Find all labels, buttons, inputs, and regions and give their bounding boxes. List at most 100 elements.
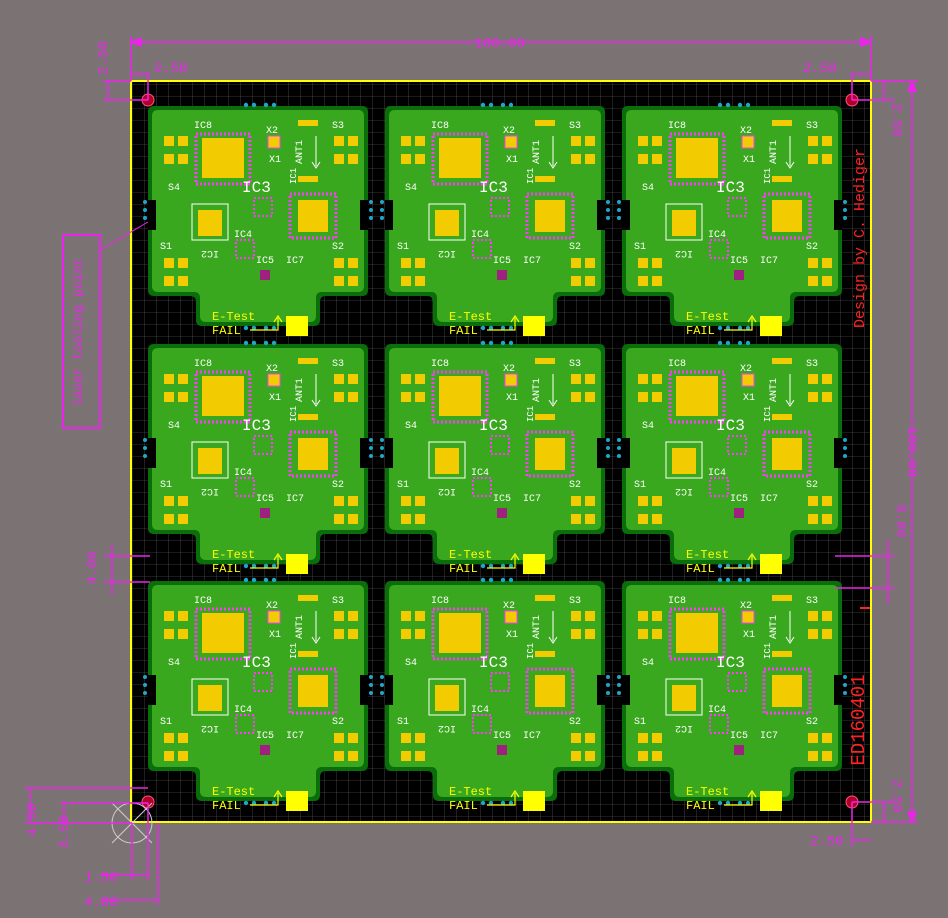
- svg-text:IC4: IC4: [708, 468, 726, 479]
- svg-text:S1: S1: [160, 717, 172, 728]
- laser-label-leader: [99, 221, 149, 251]
- svg-text:IC8: IC8: [431, 359, 449, 370]
- svg-text:IC4: IC4: [471, 705, 489, 716]
- svg-text:IC4: IC4: [234, 230, 252, 241]
- svg-text:S4: S4: [405, 658, 417, 669]
- laser-label: laser tooling point: [71, 258, 86, 406]
- svg-text:S3: S3: [806, 596, 818, 607]
- svg-text:IC5: IC5: [730, 256, 748, 267]
- svg-text:X2: X2: [503, 601, 515, 612]
- svg-text:IC3: IC3: [479, 179, 508, 197]
- svg-text:IC8: IC8: [431, 121, 449, 132]
- svg-text:S3: S3: [806, 359, 818, 370]
- svg-text:IC7: IC7: [523, 256, 541, 267]
- svg-text:FAIL: FAIL: [212, 799, 241, 813]
- svg-text:ANT1: ANT1: [295, 140, 306, 164]
- svg-text:ANT1: ANT1: [295, 378, 306, 402]
- dimension-lines: [25, 36, 918, 905]
- svg-text:IC1: IC1: [763, 406, 773, 422]
- svg-text:S1: S1: [160, 242, 172, 253]
- svg-text:IC8: IC8: [668, 596, 686, 607]
- svg-text:S3: S3: [569, 596, 581, 607]
- dimension-labels: 100.00 2.50 2.50 2.50 2.50 100.00 8.00 2…: [25, 36, 919, 911]
- panel-outline: [130, 80, 872, 823]
- dim-inset-top-left: 2.50: [154, 61, 188, 77]
- svg-text:S1: S1: [634, 717, 646, 728]
- svg-text:IC8: IC8: [431, 596, 449, 607]
- svg-text:IC4: IC4: [471, 230, 489, 241]
- svg-text:S2: S2: [806, 717, 818, 728]
- svg-text:IC2: IC2: [675, 247, 693, 258]
- svg-text:IC5: IC5: [256, 494, 274, 505]
- svg-text:X1: X1: [743, 630, 755, 641]
- svg-text:X1: X1: [506, 393, 518, 404]
- svg-text:IC1: IC1: [289, 406, 299, 422]
- dim-height: 100.00: [903, 427, 919, 477]
- svg-text:S4: S4: [405, 421, 417, 432]
- svg-text:IC8: IC8: [194, 121, 212, 132]
- svg-text:FAIL: FAIL: [449, 799, 478, 813]
- svg-text:IC5: IC5: [493, 494, 511, 505]
- svg-text:X2: X2: [266, 364, 278, 375]
- svg-text:S1: S1: [397, 242, 409, 253]
- svg-text:S4: S4: [405, 183, 417, 194]
- svg-text:ANT1: ANT1: [532, 140, 543, 164]
- svg-text:X1: X1: [743, 393, 755, 404]
- svg-text:ANT1: ANT1: [769, 615, 780, 639]
- svg-text:S2: S2: [569, 717, 581, 728]
- svg-text:X2: X2: [266, 126, 278, 137]
- dim-left-top: 2.50: [96, 41, 112, 75]
- svg-text:IC5: IC5: [493, 731, 511, 742]
- svg-text:IC1: IC1: [763, 643, 773, 659]
- dim-right-top: 2.50: [888, 103, 904, 137]
- svg-text:S3: S3: [332, 596, 344, 607]
- svg-text:FAIL: FAIL: [686, 324, 715, 338]
- svg-text:IC4: IC4: [234, 705, 252, 716]
- svg-text:IC5: IC5: [493, 256, 511, 267]
- svg-text:IC1: IC1: [289, 643, 299, 659]
- svg-text:IC2: IC2: [675, 485, 693, 496]
- svg-text:S1: S1: [397, 480, 409, 491]
- svg-text:S4: S4: [168, 183, 180, 194]
- svg-text:ANT1: ANT1: [769, 140, 780, 164]
- svg-text:FAIL: FAIL: [212, 324, 241, 338]
- svg-text:IC7: IC7: [760, 256, 778, 267]
- svg-text:IC2: IC2: [438, 485, 456, 496]
- svg-text:IC2: IC2: [201, 485, 219, 496]
- svg-text:E-Test: E-Test: [686, 785, 729, 799]
- dim-tool-y-a: 4.50: [25, 803, 41, 837]
- svg-text:IC3: IC3: [479, 417, 508, 435]
- svg-text:X2: X2: [740, 126, 752, 137]
- svg-text:IC8: IC8: [668, 359, 686, 370]
- svg-text:E-Test: E-Test: [449, 785, 492, 799]
- svg-text:IC7: IC7: [286, 494, 304, 505]
- svg-text:S1: S1: [634, 242, 646, 253]
- svg-text:X1: X1: [269, 393, 281, 404]
- svg-text:IC7: IC7: [760, 731, 778, 742]
- svg-text:S3: S3: [569, 121, 581, 132]
- svg-text:X2: X2: [740, 601, 752, 612]
- svg-text:S3: S3: [806, 121, 818, 132]
- svg-text:X1: X1: [269, 155, 281, 166]
- svg-text:E-Test: E-Test: [212, 548, 255, 562]
- svg-text:S4: S4: [642, 183, 654, 194]
- svg-text:IC3: IC3: [242, 654, 271, 672]
- svg-text:X2: X2: [503, 364, 515, 375]
- dim-gap-right: 8.00: [892, 504, 908, 538]
- svg-text:IC7: IC7: [286, 731, 304, 742]
- svg-text:S4: S4: [642, 658, 654, 669]
- svg-text:S1: S1: [634, 480, 646, 491]
- svg-text:E-Test: E-Test: [686, 548, 729, 562]
- svg-text:X2: X2: [266, 601, 278, 612]
- svg-text:IC2: IC2: [201, 247, 219, 258]
- svg-text:S4: S4: [168, 658, 180, 669]
- svg-text:FAIL: FAIL: [449, 562, 478, 576]
- svg-text:E-Test: E-Test: [686, 310, 729, 324]
